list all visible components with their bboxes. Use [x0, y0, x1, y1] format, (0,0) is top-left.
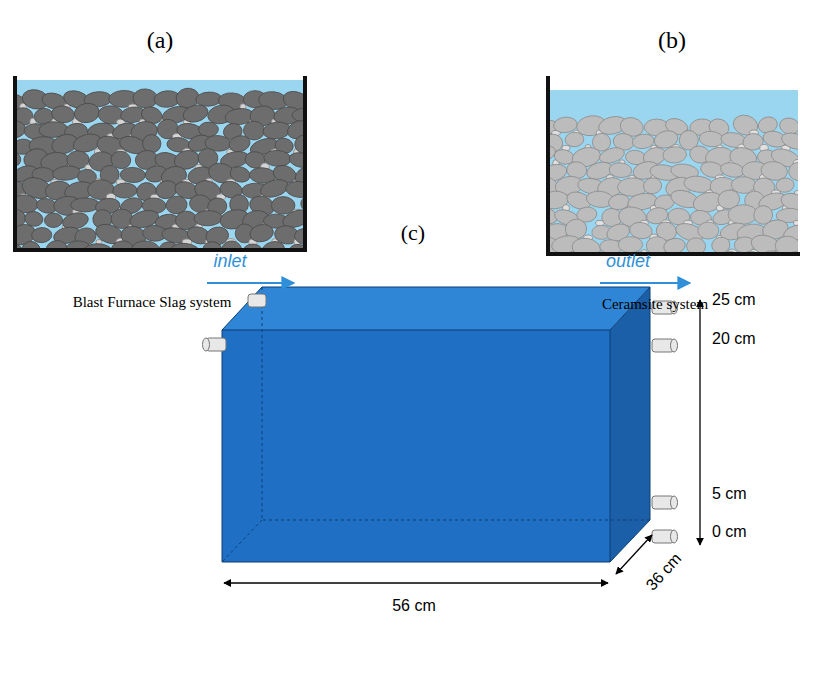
stone [288, 243, 303, 248]
dimension-label: 5 cm [712, 485, 747, 503]
stone [285, 180, 303, 199]
stone [550, 250, 572, 252]
stone [202, 240, 224, 248]
stone [170, 242, 201, 248]
stone [686, 237, 706, 252]
stone [720, 251, 739, 252]
stone [739, 250, 768, 252]
stone [711, 236, 731, 252]
stone [181, 102, 210, 124]
stone [618, 237, 642, 252]
stone [271, 197, 295, 215]
reactor-box [222, 287, 650, 562]
stone [83, 243, 113, 248]
stone [110, 240, 135, 248]
stone [51, 104, 76, 124]
pipe [203, 294, 678, 543]
stone [260, 239, 287, 248]
stone [31, 227, 52, 243]
stone [760, 249, 785, 252]
stone [120, 167, 146, 183]
stone [642, 176, 663, 195]
stone [227, 133, 252, 154]
stone [675, 252, 697, 253]
dimension-label: 0 cm [712, 523, 747, 541]
stone [242, 243, 262, 248]
stone [20, 239, 43, 248]
panel-letter: (c) [401, 221, 425, 245]
stone [263, 150, 291, 168]
dimension-label: 20 cm [712, 330, 756, 348]
stone [221, 240, 243, 248]
stone [113, 183, 138, 199]
stone [44, 213, 63, 228]
ceramsite-tank [527, 76, 813, 274]
stone [71, 198, 100, 212]
slag-tank [0, 76, 323, 261]
stone [775, 236, 798, 252]
stone [662, 146, 687, 164]
dimension-line [224, 300, 700, 583]
stone [17, 147, 23, 169]
stone [698, 222, 719, 239]
stone [194, 210, 223, 226]
dimension-label: 25 cm [712, 291, 756, 309]
stone [775, 177, 795, 194]
stone [131, 240, 160, 248]
stone [73, 101, 101, 124]
stone [292, 108, 303, 123]
panel-caption: Ceramsite system [602, 296, 708, 313]
panel-letter: (b) [658, 27, 686, 53]
stone [294, 133, 303, 154]
flow-label: outlet [606, 252, 650, 272]
stone [294, 227, 303, 246]
stone [198, 122, 218, 137]
stone [609, 162, 633, 179]
panel-letter: (a) [147, 27, 174, 53]
stone [565, 132, 584, 147]
stone [52, 165, 81, 182]
flow-arrow [207, 282, 690, 284]
stone [248, 222, 274, 243]
flow-label: inlet [213, 252, 246, 272]
dimension-label: 36 cm [643, 550, 685, 594]
dimension-label: 56 cm [392, 597, 436, 615]
stone [195, 91, 222, 107]
stone [783, 249, 798, 252]
panel-caption: Blast Furnace Slag system [73, 294, 232, 311]
stone [288, 151, 303, 170]
stone [46, 240, 68, 248]
stone [662, 237, 686, 252]
stone [571, 236, 602, 252]
